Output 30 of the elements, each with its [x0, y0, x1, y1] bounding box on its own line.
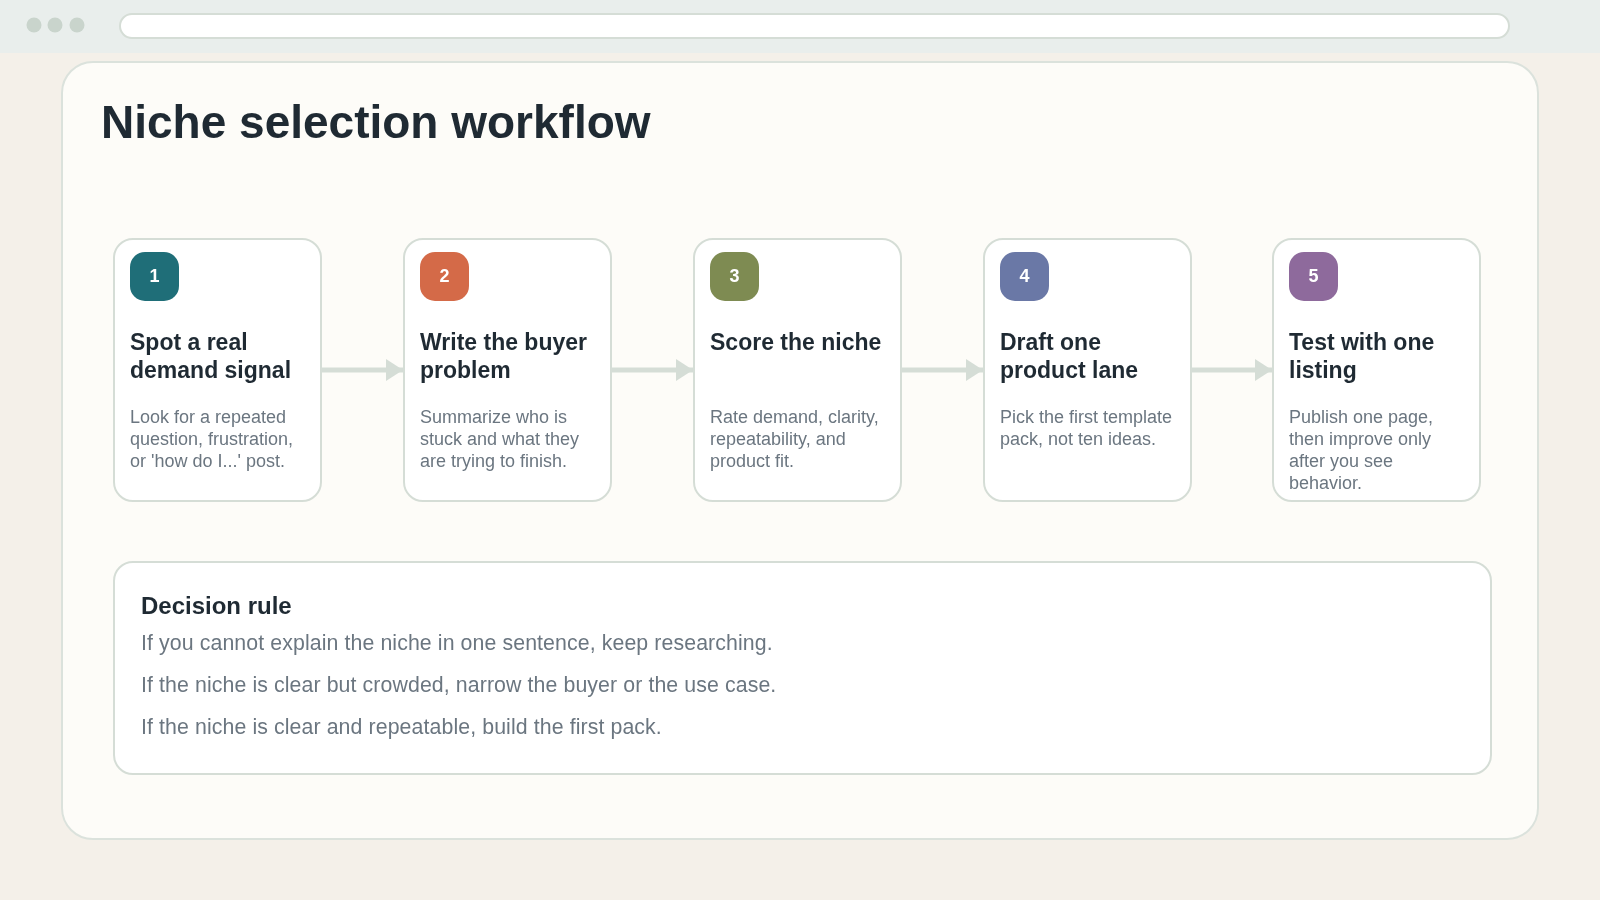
arrow — [1192, 359, 1272, 381]
step-title: Spot a real demand signal — [130, 329, 293, 384]
step-title: Draft one product lane — [1000, 329, 1139, 384]
rule-text: If the niche is clear but crowded, narrow the buyer or the use case. — [141, 672, 777, 698]
step-number-badge: 1 — [130, 252, 179, 301]
step-number-badge: 4 — [1000, 252, 1049, 301]
arrow — [902, 359, 983, 381]
step-title: Score the niche — [710, 329, 883, 357]
step-title: Test with one listing — [1289, 329, 1436, 384]
step-title: Write the buyer problem — [420, 329, 588, 384]
step-description: Rate demand, clarity, repeatability, and product fit. — [710, 406, 880, 472]
step-card — [983, 238, 1192, 502]
panel-heading: Decision rule — [141, 591, 292, 620]
step-description: Summarize who is stuck and what they are trying to finish. — [420, 406, 581, 472]
decision-rule-panel — [113, 561, 1492, 775]
step-number-badge: 2 — [420, 252, 469, 301]
step-description: Publish one page, then improve only after you see behavior. — [1289, 406, 1435, 494]
step-card — [1272, 238, 1481, 502]
rule-text: If the niche is clear and repeatable, build the first pack. — [141, 714, 662, 740]
step-description: Look for a repeated question, frustration, or 'how do I...' post. — [130, 406, 295, 472]
step-card — [693, 238, 902, 502]
step-number-badge: 5 — [1289, 252, 1338, 301]
step-card — [403, 238, 612, 502]
page-title: Niche selection workflow — [101, 95, 651, 150]
step-number-badge: 3 — [710, 252, 759, 301]
arrow — [322, 359, 403, 381]
step-description: Pick the first template pack, not ten ideas. — [1000, 406, 1174, 450]
step-card — [113, 238, 322, 502]
rule-text: If you cannot explain the niche in one sentence, keep researching. — [141, 630, 773, 656]
arrow — [612, 359, 693, 381]
